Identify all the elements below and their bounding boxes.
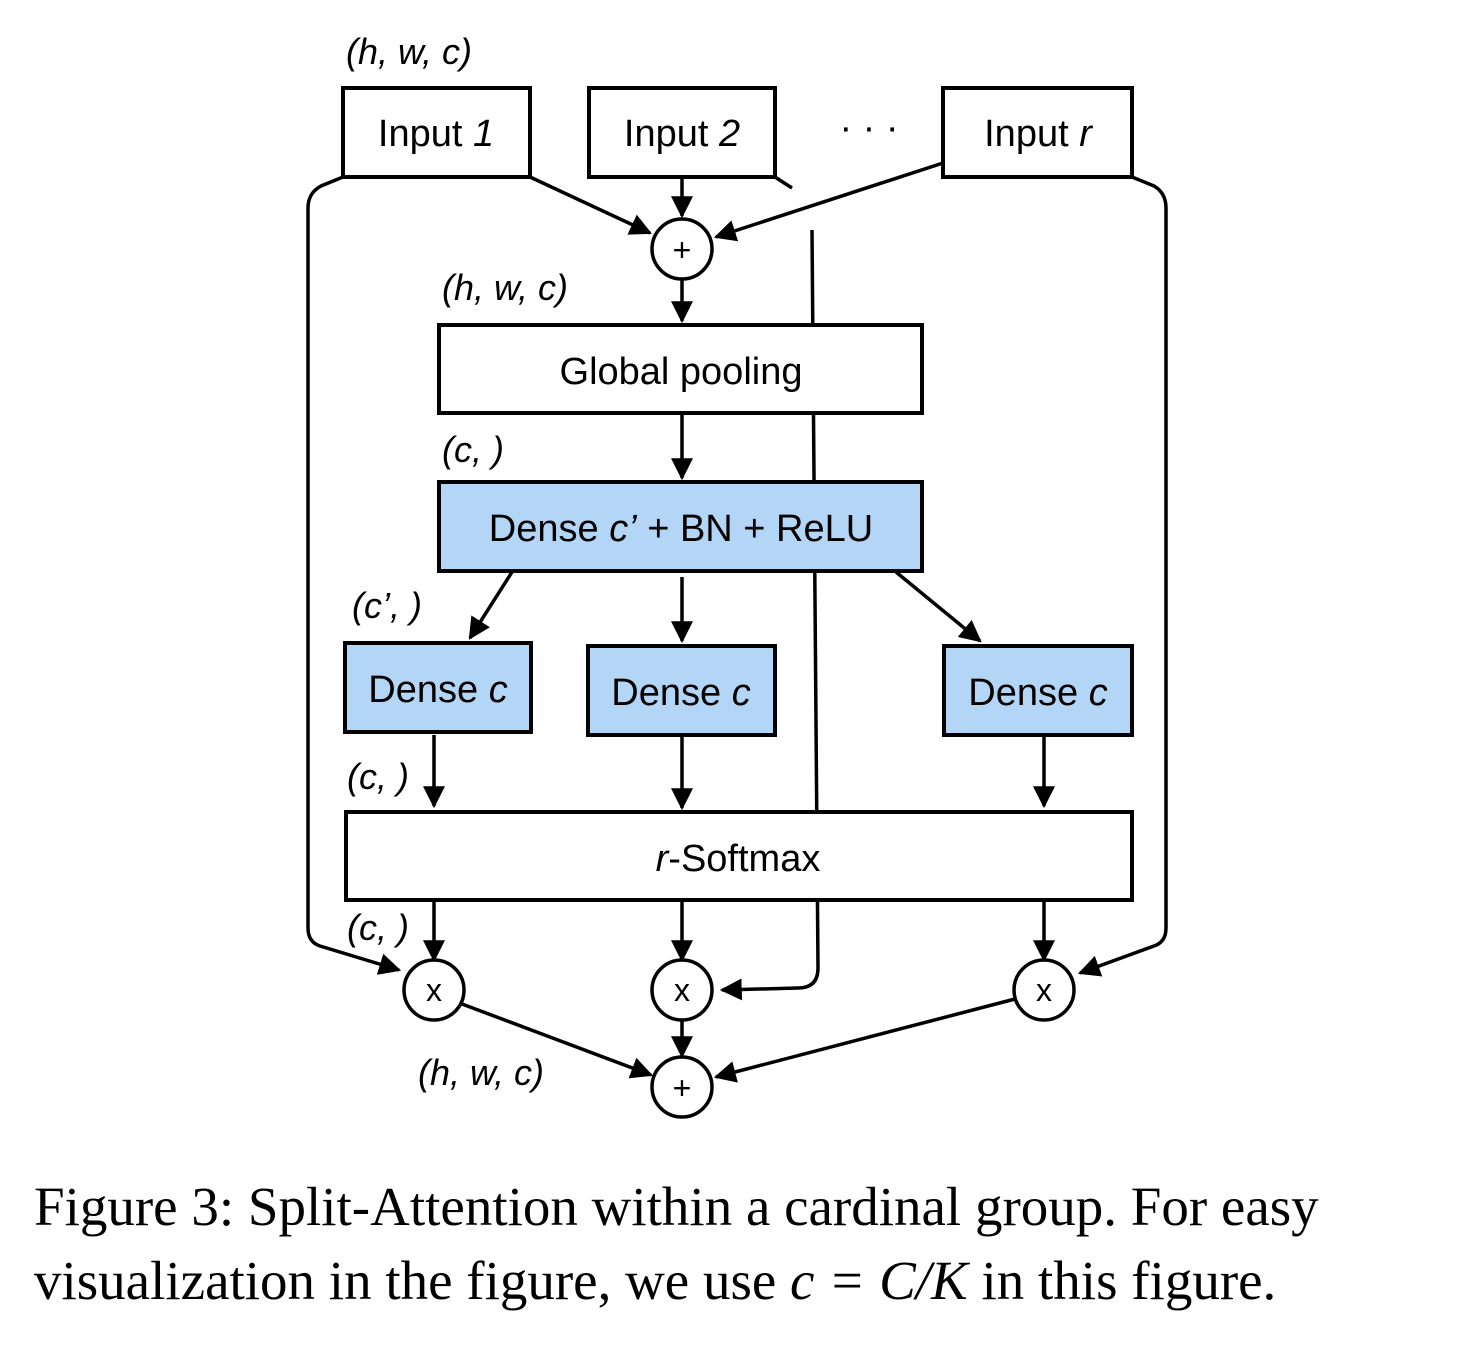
svg-text:x: x xyxy=(1036,972,1052,1008)
r-softmax-block: r-Softmax xyxy=(344,810,1134,902)
inputs-ellipsis: · · · xyxy=(839,107,898,149)
multiply-node-2: x xyxy=(650,958,714,1022)
dim-label-after-dense1: (c’, ) xyxy=(352,585,422,626)
arrow-mult1-to-output xyxy=(461,1002,654,1079)
caption-tail: in this figure. xyxy=(967,1250,1277,1311)
svg-text:Input 2: Input 2 xyxy=(624,113,740,155)
caption-formula: c = C/K xyxy=(790,1250,968,1311)
global-pooling-block: Global pooling xyxy=(437,323,924,415)
svg-text:Dense c: Dense c xyxy=(368,669,507,711)
svg-text:x: x xyxy=(426,972,442,1008)
arrow-dense1-to-densec3 xyxy=(894,570,982,643)
input1-skip-path xyxy=(306,175,402,975)
svg-text:x: x xyxy=(674,972,690,1008)
arrow-inputr-to-sum xyxy=(713,161,944,242)
dim-label-after-pool: (c, ) xyxy=(442,429,504,470)
multiply-node-1: x xyxy=(402,958,466,1022)
multiply-node-3: x xyxy=(1012,958,1076,1022)
caption-lead: Figure 3: Split-Attention within a cardi… xyxy=(34,1176,1319,1311)
split-attention-diagram: Input 1 Input 2 · · · Input r (h, w, c) … xyxy=(306,31,1168,1119)
input2-skip-stub xyxy=(774,175,793,190)
svg-text:Input 1: Input 1 xyxy=(378,113,494,155)
arrow-dense1-to-densec1 xyxy=(468,571,514,640)
svg-text:Dense c: Dense c xyxy=(968,672,1107,714)
svg-text:r-Softmax: r-Softmax xyxy=(656,838,821,880)
dim-label-top: (h, w, c) xyxy=(346,31,472,72)
dim-label-after-softmax: (c, ) xyxy=(347,907,409,948)
dense-c-block-2: Dense c xyxy=(586,644,777,737)
input2-skip-to-mult2 xyxy=(719,967,820,1001)
input-box-2: Input 2 xyxy=(587,86,777,179)
dense-c-block-1: Dense c xyxy=(343,641,533,734)
dim-label-after-dense2: (c, ) xyxy=(347,756,409,797)
arrow-mult3-to-output xyxy=(713,997,1016,1083)
connectors xyxy=(306,161,1168,1083)
svg-text:Dense c’ + BN + ReLU: Dense c’ + BN + ReLU xyxy=(489,508,873,550)
dense-c-block-3: Dense c xyxy=(942,644,1134,737)
svg-text:+: + xyxy=(673,1070,692,1106)
sum-node-top: + xyxy=(650,217,714,281)
svg-text:Input r: Input r xyxy=(984,113,1093,155)
sum-node-output: + xyxy=(650,1055,714,1119)
svg-text:Dense c: Dense c xyxy=(611,672,750,714)
dim-label-after-sum: (h, w, c) xyxy=(442,267,568,308)
input-box-r: Input r xyxy=(941,86,1134,179)
dim-label-output: (h, w, c) xyxy=(418,1052,544,1093)
svg-text:+: + xyxy=(673,232,692,268)
arrow-input1-to-sum xyxy=(529,175,652,235)
figure-caption: Figure 3: Split-Attention within a cardi… xyxy=(34,1170,1454,1318)
inputr-skip-path xyxy=(1077,175,1168,977)
svg-text:Global pooling: Global pooling xyxy=(560,351,803,393)
input-box-1: Input 1 xyxy=(341,86,532,179)
dense-bn-relu-block: Dense c’ + BN + ReLU xyxy=(437,480,924,573)
